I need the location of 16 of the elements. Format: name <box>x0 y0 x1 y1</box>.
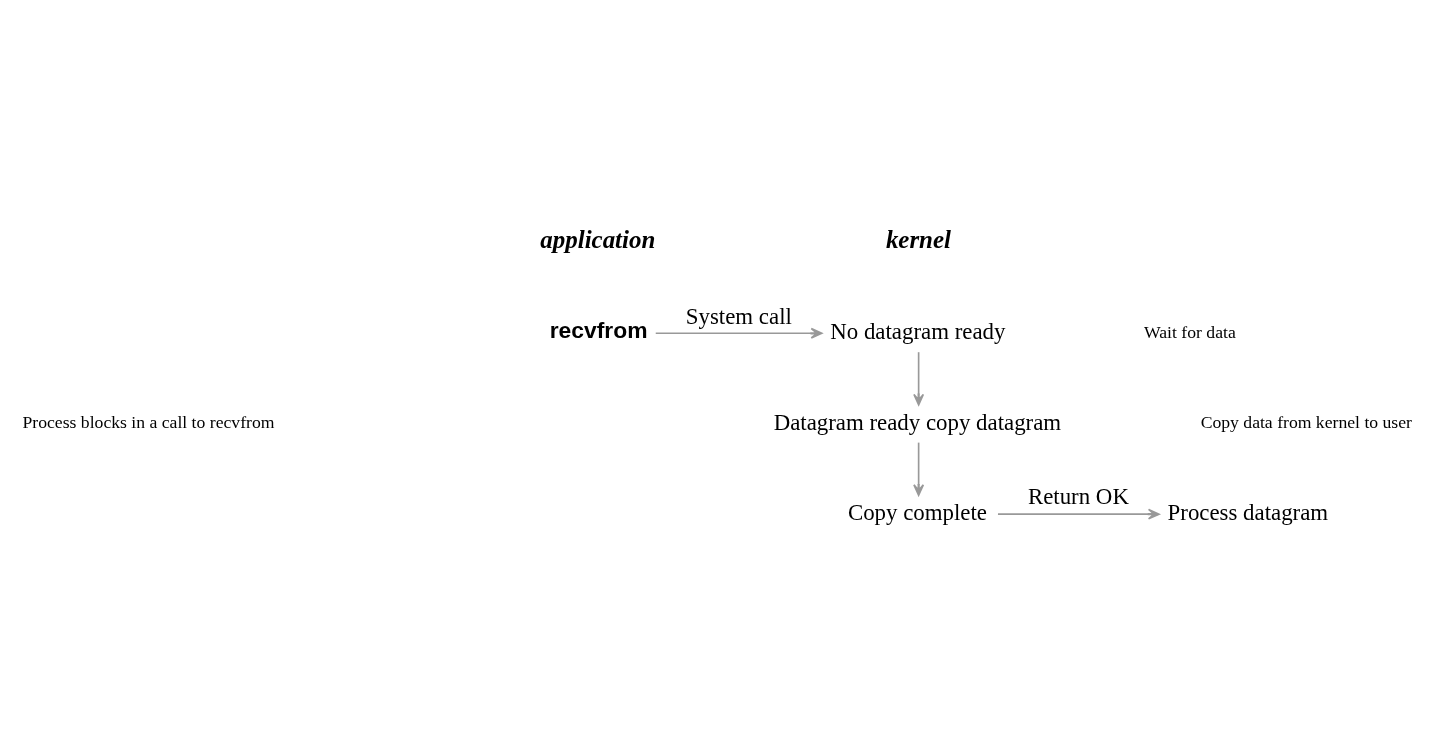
label: Process blocks in a call to recvfrom <box>22 411 275 432</box>
node-text: No datagram ready <box>830 318 1006 344</box>
edge-label: Return OK <box>1027 483 1129 509</box>
label: Wait for data <box>1144 321 1236 342</box>
arrow <box>997 508 1160 520</box>
label: kernel <box>885 225 951 253</box>
node-text: Copy complete <box>847 499 987 525</box>
label: Copy data from kernel to user <box>1200 411 1412 432</box>
edge-label: System call <box>685 303 792 329</box>
arrow <box>913 350 925 406</box>
label: application <box>540 225 656 253</box>
node-text: recvfrom <box>549 316 648 343</box>
arrow <box>913 441 925 496</box>
node-text: Process datagram <box>1167 499 1329 525</box>
node-text: Datagram ready copy datagram <box>773 409 1062 435</box>
arrow <box>654 327 823 339</box>
